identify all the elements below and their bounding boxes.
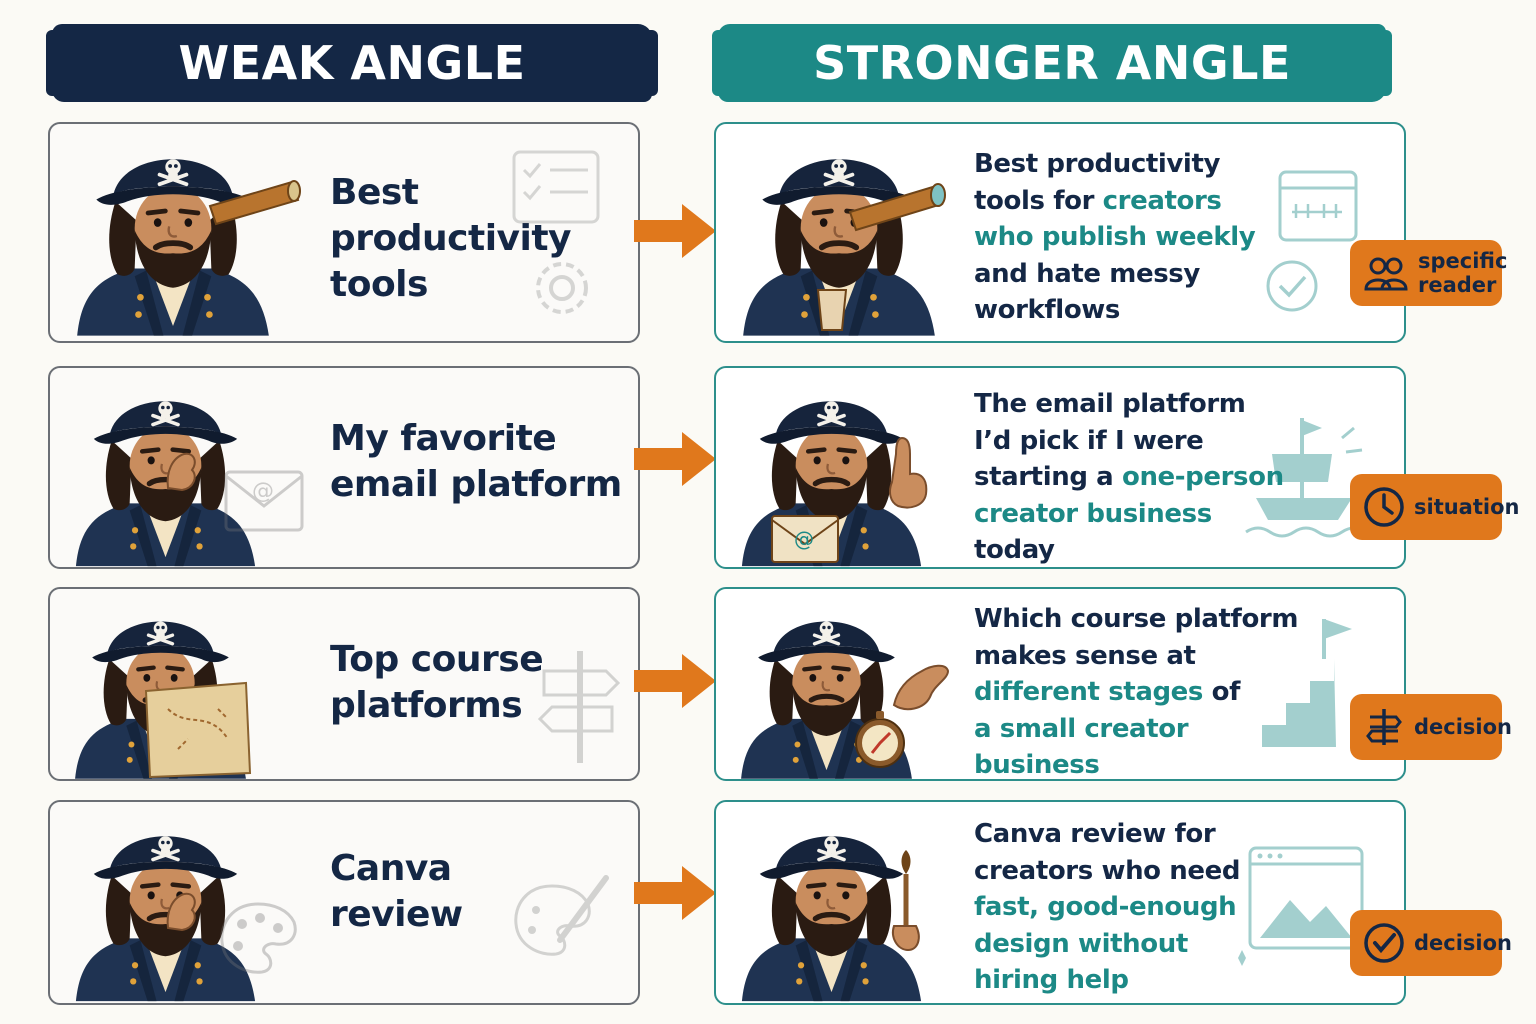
tag-situation: situation bbox=[1350, 474, 1519, 540]
strong-text-2: The email platform I’d pick if I were st… bbox=[974, 389, 1284, 565]
strong-text-4: Canva review for creators who need fast,… bbox=[974, 819, 1241, 995]
paintbrush-icon bbox=[892, 850, 920, 952]
clock-icon bbox=[1364, 487, 1404, 527]
weak-card-4: Canva review bbox=[48, 800, 640, 1005]
telescope-icon bbox=[848, 183, 946, 232]
pirate-illustration bbox=[58, 130, 288, 340]
weak-card-2: My favorite email platform @ bbox=[48, 366, 640, 569]
weak-text-4: Canva review bbox=[330, 848, 463, 935]
weak-text-2: My favorite email platform bbox=[330, 418, 622, 505]
weak-card-1: Best productivity tools bbox=[48, 122, 640, 343]
people-icon bbox=[1364, 257, 1408, 291]
map-icon bbox=[144, 681, 252, 779]
svg-text:@: @ bbox=[794, 527, 814, 551]
svg-text:@: @ bbox=[252, 479, 274, 504]
weak-card-3: Top course platforms bbox=[48, 587, 640, 781]
open-hand-icon bbox=[892, 664, 950, 711]
palette-icon bbox=[220, 902, 297, 974]
weak-text-3: Top course platforms bbox=[330, 639, 544, 726]
checklist-gear-icon bbox=[512, 150, 600, 314]
strong-text-3: Which course platform makes sense at dif… bbox=[974, 604, 1299, 780]
calendar-check-icon bbox=[1266, 170, 1358, 312]
strong-card-4: Canva review for creators who need fast,… bbox=[714, 800, 1406, 1005]
tag-decision-2: decision bbox=[1350, 910, 1512, 976]
coffee-cup-icon bbox=[816, 289, 848, 331]
signpost-icon bbox=[537, 651, 621, 763]
compass-icon bbox=[855, 711, 905, 768]
email-envelope-icon: @ bbox=[771, 515, 839, 563]
image-window-icon bbox=[1238, 846, 1364, 966]
strong-card-3: Which course platform makes sense at dif… bbox=[714, 587, 1406, 781]
stairs-flag-icon bbox=[1236, 619, 1352, 747]
check-circle-icon bbox=[1364, 923, 1404, 963]
weak-text-1: Best productivity tools bbox=[330, 172, 572, 305]
arrow-icon bbox=[634, 432, 716, 486]
palette-brush-icon bbox=[514, 875, 609, 956]
signpost-icon bbox=[1366, 709, 1402, 745]
thinking-hand-icon bbox=[166, 892, 196, 932]
email-envelope-icon: @ bbox=[224, 470, 304, 532]
telescope-icon bbox=[208, 180, 301, 226]
arrow-icon bbox=[634, 654, 716, 708]
arrow-icon bbox=[634, 204, 716, 258]
strong-card-2: @ The email platform I’d pick if I were … bbox=[714, 366, 1406, 569]
pointing-hand-icon bbox=[889, 436, 928, 509]
ship-icon bbox=[1245, 418, 1367, 538]
arrow-icon bbox=[634, 866, 716, 920]
stronger-angle-header: STRONGER ANGLE bbox=[712, 24, 1392, 102]
thinking-hand-icon bbox=[166, 452, 196, 492]
weak-angle-header: WEAK ANGLE bbox=[46, 24, 658, 102]
strong-text-1: Best productivity tools for creators who… bbox=[974, 149, 1256, 325]
strong-card-1: Best productivity tools for creators who… bbox=[714, 122, 1406, 343]
tag-decision-1: decision bbox=[1350, 694, 1512, 760]
